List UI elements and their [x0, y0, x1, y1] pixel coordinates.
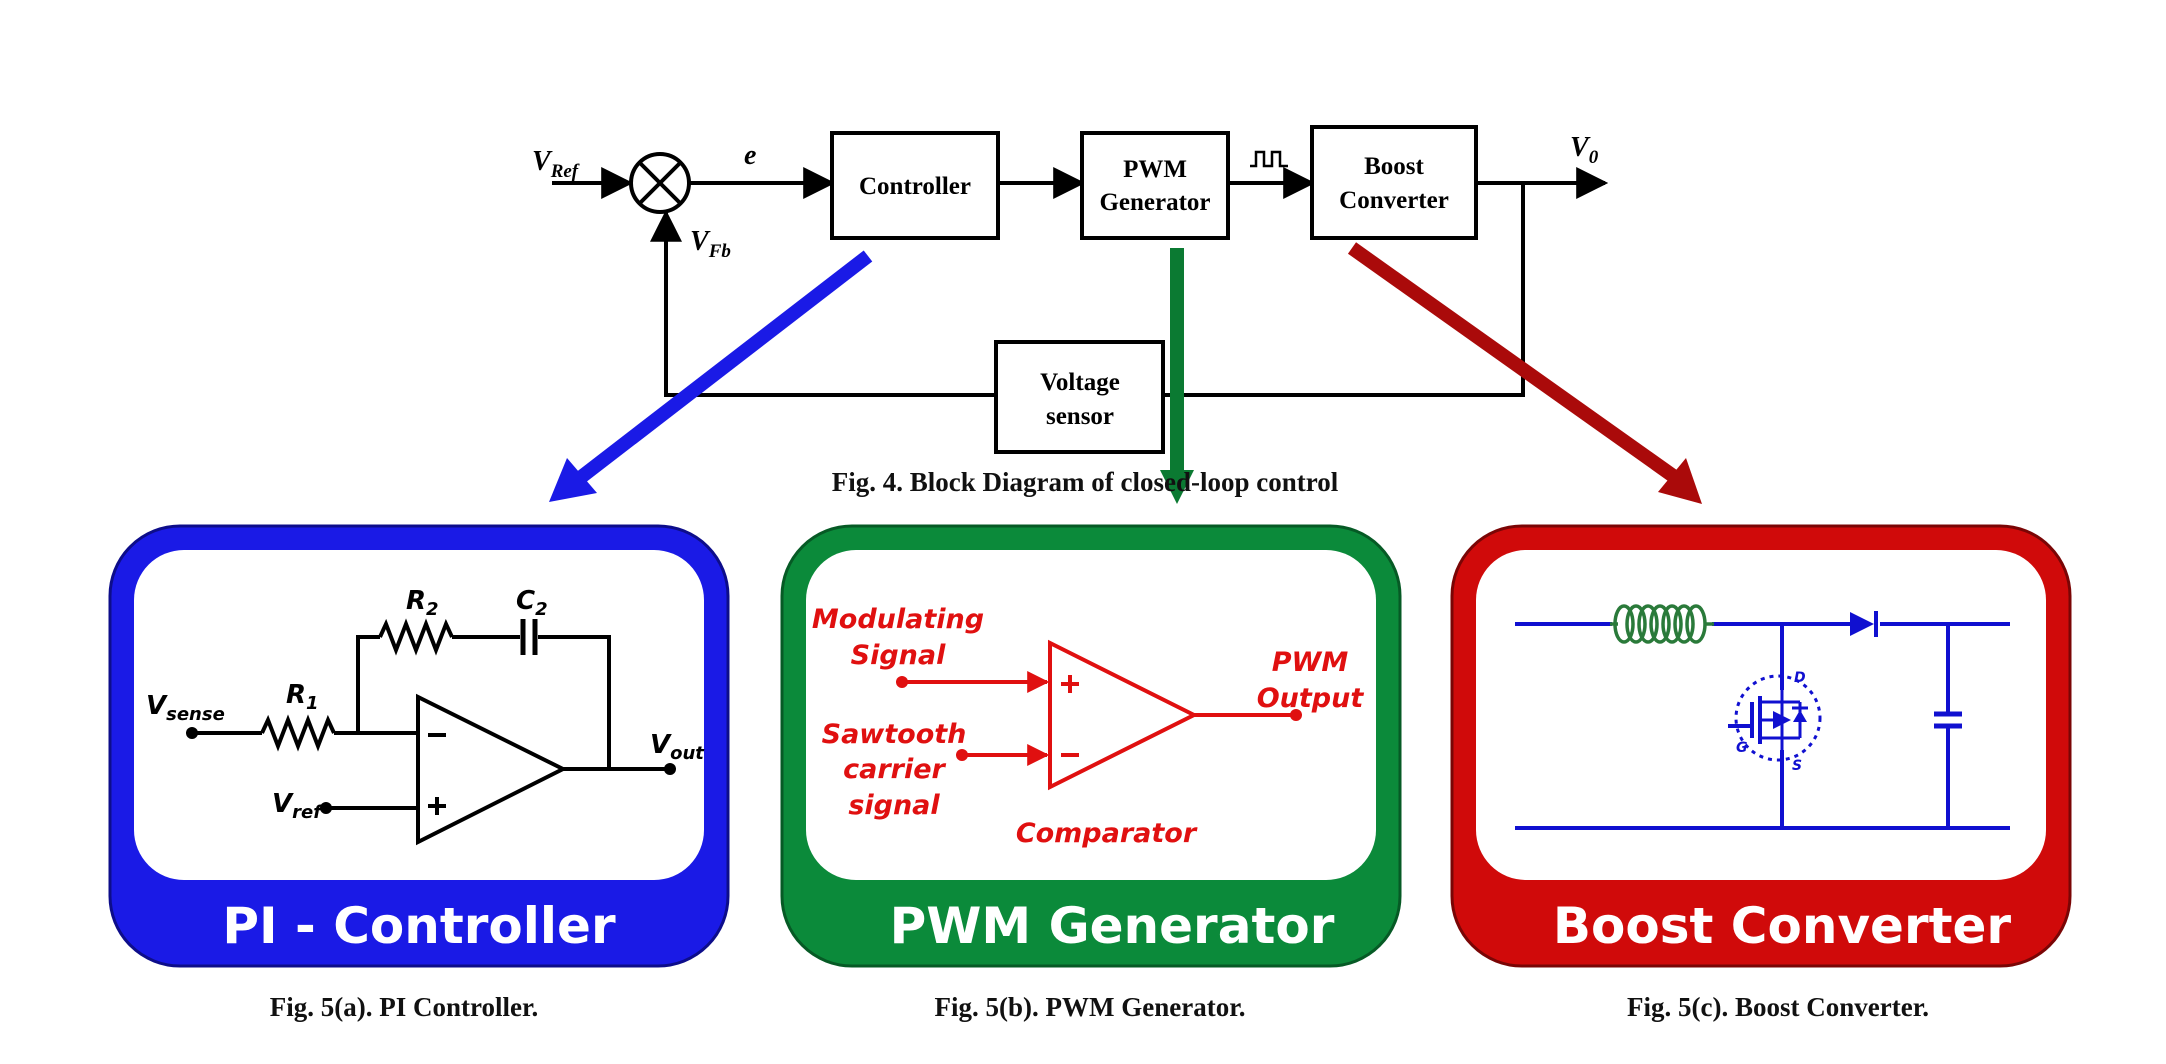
pwm-output-label-line2: Output [1257, 683, 1365, 714]
r1-resistor [260, 714, 336, 752]
sensor-label-line1: Voltage [1040, 369, 1120, 396]
drain-label: D [1794, 670, 1806, 686]
pwm-output-terminal [1290, 709, 1302, 721]
pulse-train-icon [1250, 150, 1288, 168]
error-signal-label: e [744, 140, 756, 171]
c2-label: C2 [516, 586, 548, 620]
vsense-terminal [186, 727, 198, 739]
vsense-label: Vsense [146, 691, 225, 725]
boost-circuit [1515, 622, 2010, 830]
boost-converter-title: Boost Converter [1553, 897, 2011, 955]
pwm-generator-caption: Fig. 5(b). PWM Generator. [935, 992, 1246, 1022]
red-pointer-arrow [1347, 242, 1702, 504]
vref-terminal [320, 802, 332, 814]
vref-label: Vref [272, 789, 323, 823]
block-diagram [552, 125, 1609, 454]
source-label: S [1792, 758, 1802, 774]
pi-circuit [192, 618, 670, 846]
pwm-label-line1: PWM [1123, 156, 1187, 183]
controller-label: Controller [859, 173, 971, 200]
sawtooth-label-line2: carrier [843, 754, 946, 785]
controller-block [830, 131, 1000, 240]
r2-label: R2 [406, 586, 439, 620]
voltage-sensor-block [994, 340, 1165, 454]
boost-converter-block [1310, 125, 1478, 240]
boost-converter-caption: Fig. 5(c). Boost Converter. [1627, 992, 1929, 1022]
sawtooth-label-line3: signal [848, 790, 940, 821]
comparator-circuit [902, 639, 1296, 791]
op-amp-symbol [416, 693, 568, 846]
pwm-generator-title: PWM Generator [890, 897, 1335, 955]
gate-label: G [1736, 740, 1748, 756]
r1-label: R1 [286, 680, 319, 714]
vref-signal-label: VRef [532, 146, 580, 182]
vout-label: Vout [650, 730, 705, 764]
modulating-label-line1: Modulating [812, 604, 984, 635]
mosfet-symbol [1728, 674, 1822, 762]
sawtooth-terminal [956, 749, 968, 761]
pi-controller-title: PI - Controller [222, 897, 616, 955]
modulating-terminal [896, 676, 908, 688]
pi-controller-caption: Fig. 5(a). PI Controller. [270, 992, 538, 1022]
diode-symbol [1850, 611, 1878, 637]
vout-signal-label: V0 [1570, 132, 1599, 168]
pwm-generator-block [1080, 131, 1230, 240]
vout-terminal [664, 763, 676, 775]
comparator-label: Comparator [1016, 818, 1198, 849]
r2-resistor [378, 618, 454, 656]
pwm-output-label-line1: PWM [1272, 647, 1349, 678]
boost-label-line1: Boost [1364, 153, 1424, 180]
modulating-label-line2: Signal [851, 640, 946, 671]
comparator-symbol [1048, 639, 1199, 791]
pwm-label-line2: Generator [1099, 189, 1210, 216]
sawtooth-label-line1: Sawtooth [822, 719, 967, 750]
blue-pointer-arrow [549, 250, 873, 502]
inductor-coil [1610, 604, 1714, 644]
green-pointer-arrow [1160, 248, 1194, 504]
boost-label-line2: Converter [1339, 187, 1449, 214]
vfb-signal-label: VFb [690, 226, 731, 262]
sensor-label-line2: sensor [1046, 403, 1114, 430]
block-diagram-caption: Fig. 4. Block Diagram of closed-loop con… [832, 467, 1339, 497]
